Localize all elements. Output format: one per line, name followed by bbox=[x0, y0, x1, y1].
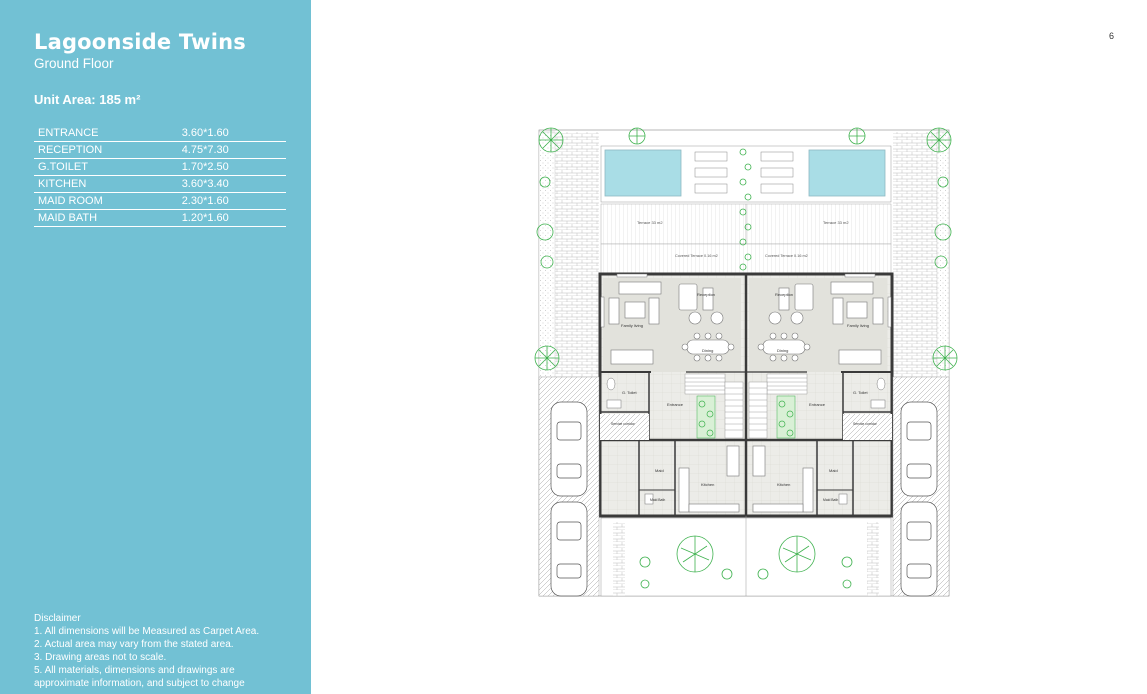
disclaimer: Disclaimer 1. All dimensions will be Mea… bbox=[34, 612, 304, 690]
cars bbox=[550, 401, 938, 597]
family-living-label-left: Family living bbox=[621, 323, 643, 328]
toilet-fixtures bbox=[606, 377, 886, 505]
staircase-right bbox=[748, 373, 808, 439]
room-name: G.TOILET bbox=[34, 158, 160, 176]
room-name: KITCHEN bbox=[34, 175, 160, 193]
brick-paving-right bbox=[893, 132, 937, 377]
service-corridor-left bbox=[600, 414, 649, 440]
room-size: 1.20*1.60 bbox=[159, 209, 286, 227]
disclaimer-line: 2. Actual area may vary from the stated … bbox=[34, 639, 234, 650]
reception-label-right: Reception bbox=[775, 292, 793, 297]
floor-plan: Terrace 33 m2 Terrace 33 m2 Covered Terr… bbox=[534, 127, 958, 597]
entrance-label-right: Entrance bbox=[809, 402, 826, 407]
room-size: 2.30*1.60 bbox=[159, 192, 286, 210]
furniture-left bbox=[608, 281, 735, 365]
room-size: 3.60*3.40 bbox=[159, 175, 286, 193]
covered-terrace-label-left: Covered Terrace 0.16 m2 bbox=[675, 254, 718, 258]
terrace-label-left: Terrace 33 m2 bbox=[637, 220, 663, 225]
terrace-label-right: Terrace 33 m2 bbox=[823, 220, 849, 225]
pool-right bbox=[808, 149, 886, 197]
entrance-label-left: Entrance bbox=[667, 402, 684, 407]
kitchen-counters bbox=[678, 445, 814, 513]
service-corridor-right bbox=[843, 414, 892, 440]
floor-subtitle: Ground Floor bbox=[34, 56, 114, 71]
sun-loungers-left bbox=[694, 151, 728, 194]
reception-label-left: Reception bbox=[697, 292, 715, 297]
covered-terrace-label-right: Covered Terrace 0.16 m2 bbox=[765, 254, 808, 258]
kitchen-label-left: Kitchen bbox=[701, 482, 714, 487]
entrance-planters bbox=[696, 395, 796, 439]
maid-bath-label-left: Maid Bath bbox=[650, 498, 665, 502]
service-corridor-label-right: Service corridor bbox=[853, 422, 878, 426]
dining-label-right: Dining bbox=[777, 348, 788, 353]
furniture-right bbox=[757, 281, 884, 365]
disclaimer-line: approximate information, and subject to … bbox=[34, 678, 245, 689]
room-name: MAID BATH bbox=[34, 209, 160, 227]
family-living-label-right: Family living bbox=[847, 323, 869, 328]
landscape-plants bbox=[534, 127, 958, 589]
service-corridor-label-left: Service corridor bbox=[611, 422, 636, 426]
disclaimer-line: 3. Drawing areas not to scale. bbox=[34, 652, 167, 663]
disclaimer-line: 1. All dimensions will be Measured as Ca… bbox=[34, 626, 260, 637]
disclaimer-heading: Disclaimer bbox=[34, 613, 81, 624]
garden-left bbox=[538, 131, 556, 378]
room-name: ENTRANCE bbox=[34, 125, 160, 142]
room-name: RECEPTION bbox=[34, 141, 160, 159]
windows bbox=[600, 273, 892, 328]
maid-label-left: Maid bbox=[655, 468, 664, 473]
garden-right bbox=[936, 131, 950, 378]
disclaimer-line: 5. All materials, dimensions and drawing… bbox=[34, 665, 235, 676]
dining-label-left: Dining bbox=[702, 348, 713, 353]
brick-paving-left bbox=[555, 132, 599, 377]
page-number: 6 bbox=[1109, 31, 1115, 41]
g-toilet-label-right: G. Toilet bbox=[853, 390, 868, 395]
info-panel: Lagoonside Twins Ground Floor Unit Area:… bbox=[0, 0, 311, 694]
sun-loungers-right bbox=[760, 151, 794, 194]
room-size: 3.60*1.60 bbox=[159, 125, 286, 142]
g-toilet-label-left: G. Toilet bbox=[622, 390, 637, 395]
room-size: 1.70*2.50 bbox=[159, 158, 286, 176]
pool-left bbox=[604, 149, 682, 197]
project-title: Lagoonside Twins bbox=[34, 30, 246, 54]
unit-area: Unit Area: 185 m² bbox=[34, 92, 141, 107]
kitchen-label-right: Kitchen bbox=[777, 482, 790, 487]
room-size: 4.75*7.30 bbox=[159, 141, 286, 159]
room-name: MAID ROOM bbox=[34, 192, 160, 210]
maid-label-right: Maid bbox=[829, 468, 838, 473]
maid-bath-label-right: Maid Bath bbox=[823, 498, 838, 502]
staircase-left bbox=[684, 373, 744, 439]
